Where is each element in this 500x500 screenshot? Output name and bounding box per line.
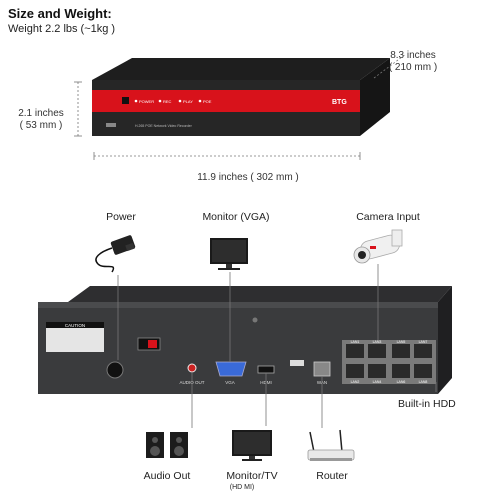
- depth-label: 8.3 inches ( 210 mm ): [378, 50, 448, 74]
- nvr-red-strip: [92, 90, 360, 112]
- lan-port: [414, 344, 432, 358]
- speakers-icon: [146, 432, 188, 458]
- lan-port: [414, 364, 432, 378]
- lan-label: LAN2: [351, 380, 360, 384]
- rear-usb-port: [290, 360, 304, 366]
- brand-logo: BTG: [332, 99, 347, 106]
- lan-label: LAN6: [397, 380, 406, 384]
- vga-port-label: VGA: [225, 380, 235, 385]
- indicator-rec: REC: [163, 99, 172, 104]
- power-switch-rocker: [148, 340, 157, 348]
- lan-port-labels: LAN1 LAN3 LAN5 LAN7 LAN2 LAN4 LAN6 LAN8: [351, 340, 428, 384]
- lan-label: LAN7: [419, 340, 428, 344]
- depth-inches: 8.3 inches: [390, 50, 436, 61]
- page-title: Size and Weight:: [8, 6, 112, 21]
- lan-label: LAN1: [351, 340, 360, 344]
- callout-camera-input: Camera Input: [356, 211, 420, 223]
- nvr-rear-unit: CAUTION AUDIO OUT VGA HDMI WAN: [38, 286, 452, 394]
- lan-port: [392, 364, 410, 378]
- callout-built-in-hdd: Built-in HDD: [398, 398, 456, 410]
- screw: [252, 317, 258, 323]
- hdmi-port: [257, 365, 275, 374]
- lan-port: [368, 344, 386, 358]
- rear-top-surface: [68, 286, 452, 302]
- lan-port: [392, 344, 410, 358]
- monitor-tv-icon: [232, 430, 272, 461]
- lan-port: [368, 364, 386, 378]
- nvr-right-side: [360, 58, 390, 136]
- height-inches: 2.1 inches: [18, 108, 64, 119]
- caution-header: [46, 322, 104, 328]
- lan-label: LAN4: [373, 380, 382, 384]
- rear-face-edge: [38, 302, 438, 308]
- indicator-power: POWER: [139, 99, 154, 104]
- indicator-play: PLAY: [183, 99, 193, 104]
- depth-dim-line: [373, 53, 407, 79]
- callout-power: Power: [106, 211, 136, 223]
- power-input-port: [106, 361, 124, 379]
- weight-text: Weight 2.2 lbs (~1kg ): [8, 23, 116, 35]
- lan-label: LAN8: [419, 380, 428, 384]
- callout-audio-out: Audio Out: [143, 470, 191, 482]
- indicator-poe: POE: [203, 99, 212, 104]
- camera-icon: [353, 229, 403, 264]
- front-usb-port: [106, 123, 116, 127]
- lan-label: LAN3: [373, 340, 382, 344]
- callout-monitor-vga: Monitor (VGA): [202, 211, 270, 223]
- lan-ports: [346, 344, 432, 378]
- model-text: H.265 POE Network Video Recorder: [135, 124, 193, 128]
- power-adapter-icon: [95, 235, 136, 273]
- width-label: 11.9 inches ( 302 mm ): [197, 172, 299, 183]
- lan-port: [346, 364, 364, 378]
- led-power: [134, 99, 138, 103]
- depth-mm: ( 210 mm ): [388, 62, 438, 73]
- callout-router: Router: [316, 470, 348, 482]
- led-rec: [158, 99, 162, 103]
- callout-lines: [117, 264, 437, 428]
- router-icon: [307, 429, 355, 461]
- wan-port: [313, 361, 331, 377]
- nvr-front-unit: POWER REC PLAY POE BTG H.265 POE Network…: [92, 58, 390, 136]
- caution-text: CAUTION: [65, 323, 85, 328]
- audio-out-port: [187, 363, 197, 373]
- height-mm: ( 53 mm ): [19, 120, 63, 131]
- power-button: [122, 97, 129, 104]
- vga-port: [215, 361, 247, 377]
- rear-right-side: [438, 286, 452, 394]
- lan-port: [346, 344, 364, 358]
- dimension-lines: [74, 53, 407, 160]
- lan-label: LAN5: [397, 340, 406, 344]
- callout-monitor-tv: Monitor/TV: [226, 470, 278, 482]
- led-poe: [198, 99, 202, 103]
- led-play: [178, 99, 182, 103]
- height-label: 2.1 inches ( 53 mm ): [10, 108, 72, 132]
- nvr-top-surface: [92, 58, 390, 80]
- callout-monitor-tv-sub: (HD MI): [229, 484, 255, 491]
- vga-monitor-icon: [210, 238, 248, 270]
